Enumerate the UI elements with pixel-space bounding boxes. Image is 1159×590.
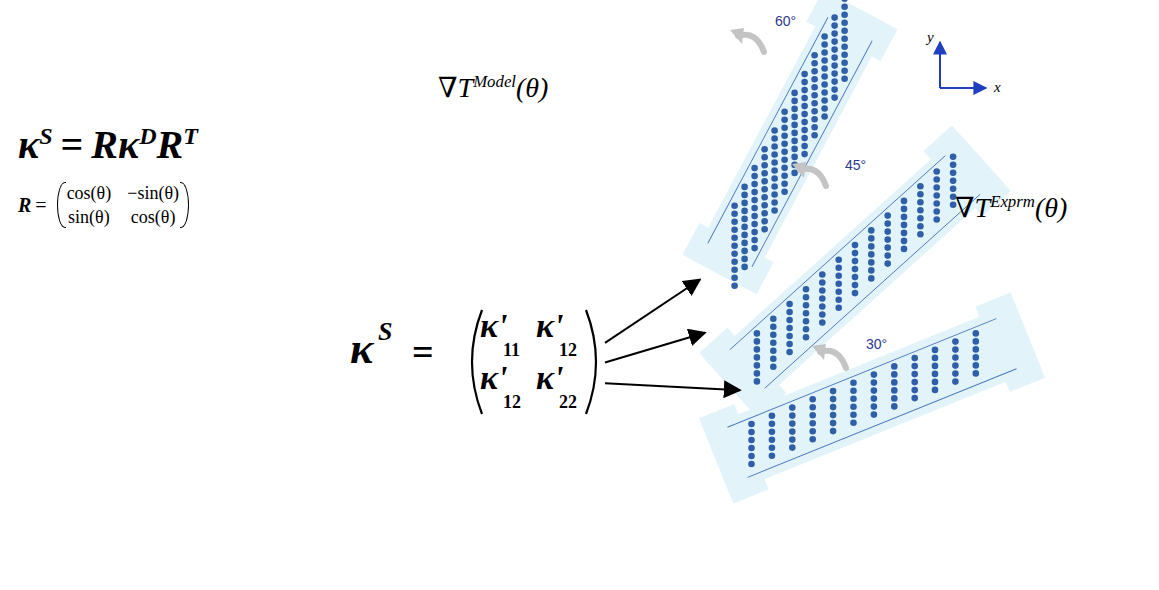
equals-sign: = — [61, 122, 84, 167]
rotation-matrix-formula: R= cos(θ) −sin(θ) sin(θ) cos(θ) — [18, 182, 189, 228]
angle-label: 60° — [775, 14, 796, 28]
equals-sign: = — [35, 194, 46, 216]
gradient-symbol: ∇T — [955, 192, 990, 223]
rotation-arrows — [738, 35, 846, 368]
subscript: 11 — [503, 341, 520, 359]
kappa-symbol: κ — [18, 122, 39, 167]
matrix-entry: cos(θ) — [127, 208, 179, 226]
axes — [940, 42, 986, 88]
superscript: S — [378, 319, 392, 345]
kappa-symbol: κ — [350, 327, 373, 371]
formula-term: Rκ — [91, 122, 139, 167]
matrix-entry: κ' — [480, 309, 507, 343]
matrix-grid: cos(θ) −sin(θ) sin(θ) cos(θ) — [67, 184, 179, 226]
matrix-entry: κ' — [480, 361, 507, 395]
axis-label: y — [927, 29, 934, 45]
specimen-60: 60° — [700, 10, 875, 285]
matrix-parentheses — [472, 310, 596, 414]
axis-label: x — [994, 79, 1001, 95]
matrix-entry: cos(θ) — [67, 184, 112, 202]
subscript: 12 — [559, 341, 577, 359]
formula-term: R — [157, 122, 184, 167]
matrix-entry: sin(θ) — [67, 208, 112, 226]
equals-sign: = — [412, 333, 434, 371]
connector-arrow — [605, 383, 740, 390]
angle-label: 30° — [866, 337, 887, 351]
matrix-bracket — [57, 182, 66, 228]
axis-label-y: y — [927, 30, 934, 45]
superscript: D — [139, 123, 156, 149]
subscript: 22 — [559, 393, 577, 411]
specimen-30: 30° — [740, 335, 1020, 455]
axis-label-x: x — [994, 80, 1001, 95]
sensor-dots — [731, 0, 979, 467]
rotation-arrowheads — [730, 28, 826, 360]
specimen-45: 45° — [705, 150, 995, 365]
superscript: T — [183, 123, 198, 149]
angle-label: 45° — [845, 158, 866, 172]
connector-arrow — [605, 280, 700, 343]
argument: (θ) — [1035, 192, 1067, 223]
matrix-bracket — [180, 182, 189, 228]
specimen-30 — [699, 292, 1045, 503]
stiffness-matrix: κS=κ'11κ'12κ'12κ'22 — [340, 305, 605, 420]
connector-arrow — [605, 333, 705, 363]
matrix-entry: κ' — [536, 361, 563, 395]
rotation-matrix: cos(θ) −sin(θ) sin(θ) cos(θ) — [57, 182, 189, 228]
model-gradient-label: ∇TModel(θ) — [438, 74, 548, 102]
experiment-gradient-label: ∇TExprm(θ) — [955, 194, 1067, 222]
superscript: Exprm — [990, 192, 1035, 211]
matrix-entry: −sin(θ) — [127, 184, 179, 202]
gradient-symbol: ∇T — [438, 72, 473, 103]
matrix-name: R — [18, 194, 31, 216]
subscript: 12 — [503, 393, 521, 411]
superscript: S — [39, 123, 52, 149]
superscript: Model — [473, 72, 516, 91]
rotation-formula: κS =RκDRT — [18, 124, 198, 165]
matrix-entry: κ' — [536, 309, 563, 343]
argument: (θ) — [516, 72, 548, 103]
